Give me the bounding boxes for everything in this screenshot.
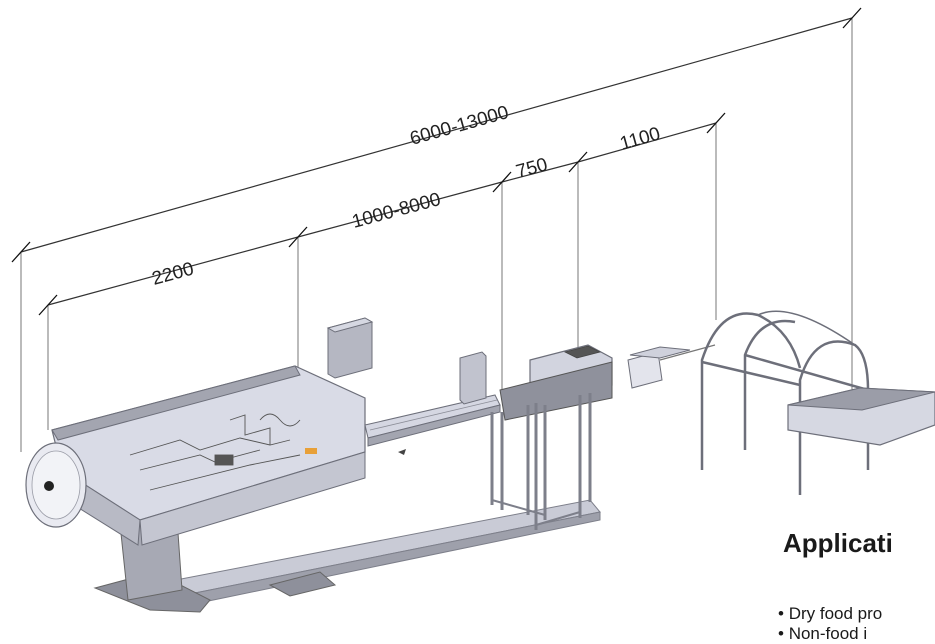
dimension-label-conveyor: 1000-8000 (350, 189, 443, 233)
dimension-label-infeed: 2200 (150, 258, 196, 289)
dimension-label-overall: 6000-13000 (408, 102, 511, 150)
list-item: Dry food pro (778, 604, 883, 624)
dimension-label-section-a: 750 (514, 154, 550, 182)
extension-lines (20, 18, 853, 452)
dimension-ticks (11, 7, 862, 316)
dimension-label-section-b: 1100 (618, 124, 663, 155)
dimension-line-infeed (47, 236, 299, 306)
film-reel (25, 442, 87, 528)
applications-heading: Applicati (783, 528, 893, 558)
forming-machine (51, 317, 374, 546)
dimension-line-conveyor (297, 181, 503, 238)
dimension-line-section-b (577, 122, 717, 163)
sealing-unit (499, 344, 613, 421)
collection-tray (787, 387, 935, 446)
frame-legs (490, 393, 592, 530)
conveyor (364, 394, 501, 455)
dimension-lines (20, 17, 853, 306)
list-item: Non-food i (778, 624, 882, 644)
electrical-cabinet (459, 351, 487, 405)
arch-tunnel (700, 310, 870, 495)
dimension-line-overall (20, 17, 853, 253)
base-rail (93, 499, 601, 613)
applications-list: Dry food pro Non-food i (778, 604, 883, 644)
machine-illustration (25, 310, 935, 613)
outfeed (627, 344, 716, 389)
dimension-line-section-a (501, 161, 579, 183)
